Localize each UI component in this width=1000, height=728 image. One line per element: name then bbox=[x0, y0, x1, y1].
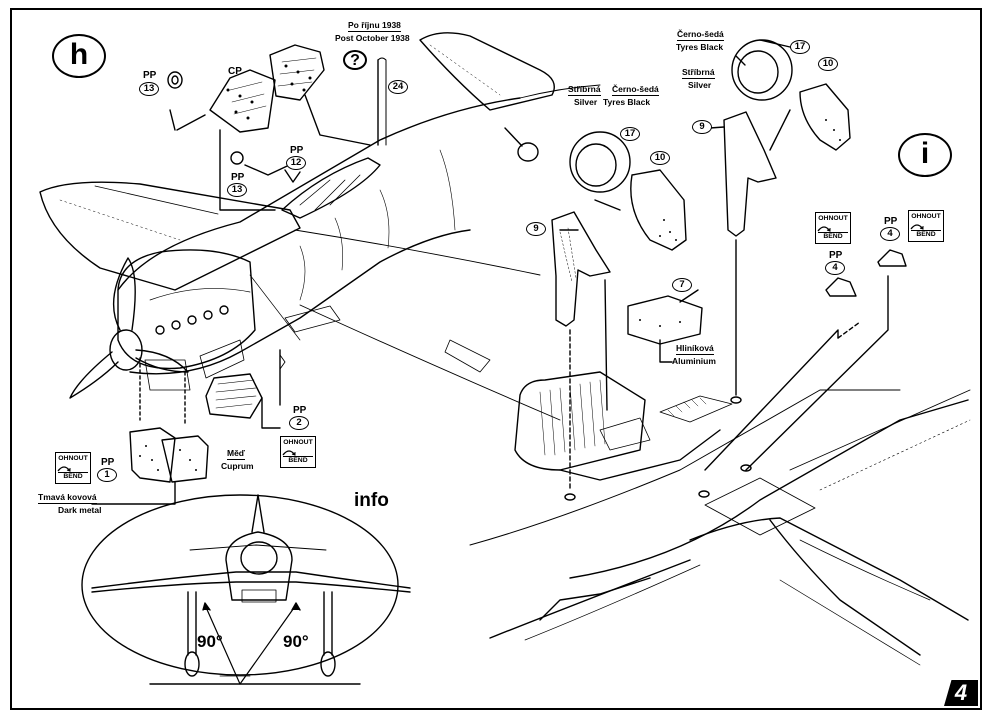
angle-label-right: 90° bbox=[283, 632, 309, 651]
step-h-badge: h bbox=[52, 34, 106, 78]
radiator-parts bbox=[91, 349, 286, 505]
post-october-label-cz: Po říjnu 1938 bbox=[348, 20, 401, 32]
copper-label-en: Cuprum bbox=[221, 461, 254, 471]
silver-label-cz: Stříbrná bbox=[568, 84, 601, 96]
part-number-callout: 24 bbox=[388, 80, 408, 94]
post-october-label-en: Post October 1938 bbox=[335, 33, 410, 43]
bend-instruction-box: OHNOUT BEND bbox=[908, 210, 944, 242]
pp-label: PP bbox=[884, 216, 898, 227]
step-i-badge: i bbox=[898, 133, 952, 177]
part-number-callout: 7 bbox=[672, 278, 692, 292]
bend-instruction-box: OHNOUT BEND bbox=[55, 452, 91, 484]
stipple-shading bbox=[139, 64, 841, 471]
part-number-callout: 10 bbox=[650, 151, 670, 165]
part-number-callout: 1 bbox=[97, 468, 117, 482]
part-number-callout: 12 bbox=[286, 156, 306, 170]
part-number-callout: 2 bbox=[289, 416, 309, 430]
canopy-photoetch-part bbox=[167, 44, 387, 211]
pp-label: PP bbox=[143, 70, 157, 81]
part-number-callout: 13 bbox=[227, 183, 247, 197]
tyres-label-en: Tyres Black bbox=[603, 97, 651, 107]
silver-label-cz: Stříbrná bbox=[682, 67, 715, 79]
page-border bbox=[10, 8, 982, 710]
bend-arrow-icon bbox=[57, 466, 71, 472]
aircraft-nose-drawing bbox=[39, 32, 601, 426]
info-title: info bbox=[354, 490, 389, 511]
part-number-callout: 13 bbox=[139, 82, 159, 96]
pp-label: PP bbox=[101, 457, 115, 468]
dark-metal-label-cz: Tmavá kovová bbox=[38, 492, 97, 504]
pp-label: PP bbox=[290, 145, 304, 156]
part-number-callout: 9 bbox=[526, 222, 546, 236]
bend-arrow-icon bbox=[910, 224, 924, 230]
pp-label: PP bbox=[231, 172, 245, 183]
copper-label-cz: Měď bbox=[227, 448, 245, 460]
part-number-callout: 10 bbox=[818, 57, 838, 71]
cp-label: CP bbox=[228, 66, 242, 77]
part-number-callout: 17 bbox=[790, 40, 810, 54]
tyres-label-en: Tyres Black bbox=[676, 42, 724, 52]
aluminium-label-cz: Hliníková bbox=[676, 343, 714, 355]
silver-label-en: Silver bbox=[688, 80, 712, 90]
aluminium-label-en: Aluminium bbox=[672, 356, 716, 366]
part-number-callout: 9 bbox=[692, 120, 712, 134]
pp-label: PP bbox=[293, 405, 307, 416]
part-number-callout: 4 bbox=[825, 261, 845, 275]
part-number-callout: 4 bbox=[880, 227, 900, 241]
dark-metal-label-en: Dark metal bbox=[58, 505, 102, 515]
tyres-label-cz: Černo-šedá bbox=[677, 29, 724, 41]
pp-label: PP bbox=[829, 250, 843, 261]
part-number-callout: 17 bbox=[620, 127, 640, 141]
silver-label-en: Silver bbox=[574, 97, 598, 107]
bend-arrow-icon bbox=[817, 226, 831, 232]
bend-instruction-box: OHNOUT BEND bbox=[815, 212, 851, 244]
angle-label-left: 90° bbox=[197, 632, 223, 651]
page-number: 4 bbox=[944, 680, 978, 706]
bend-instruction-box: OHNOUT BEND bbox=[280, 436, 316, 468]
tyres-label-cz: Černo-šedá bbox=[612, 84, 659, 96]
question-mark-icon: ? bbox=[343, 50, 367, 70]
info-front-view bbox=[81, 494, 411, 685]
bend-arrow-icon bbox=[282, 450, 296, 456]
landing-gear-drawing bbox=[469, 39, 971, 666]
